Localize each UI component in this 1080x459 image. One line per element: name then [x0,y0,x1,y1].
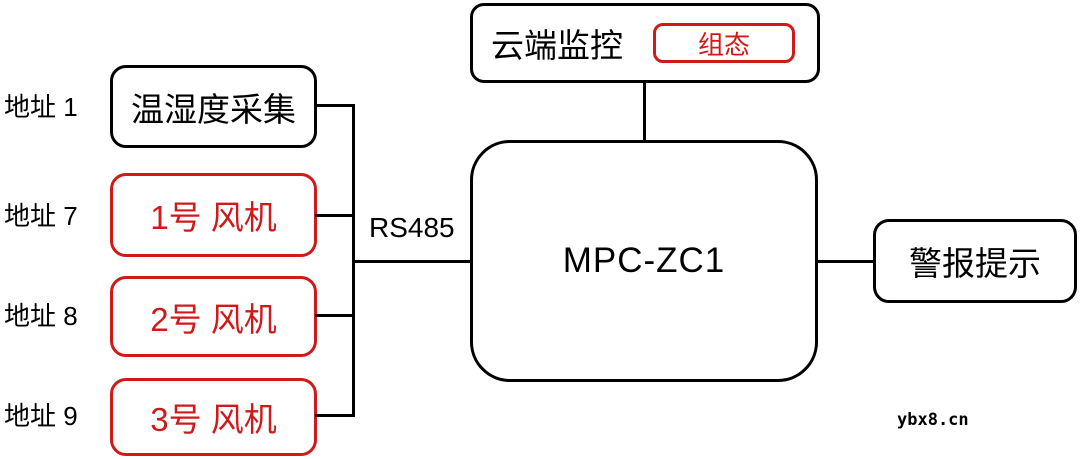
watermark-text: ybx8.cn [897,410,969,430]
node-cloud-monitoring: 云端监控 组态 [470,3,820,83]
node-alarm-alert: 警报提示 [873,219,1077,303]
bus-protocol-label: RS485 [369,212,455,243]
node-fan-1-label: 1号 风机 [150,199,277,236]
address-label-7: 地址 7 [4,201,78,231]
node-fan-3: 3号 风机 [110,378,317,456]
config-button[interactable]: 组态 [653,23,795,63]
node-fan-2-label: 2号 风机 [150,300,277,338]
address-label-1: 地址 1 [4,92,78,122]
node-fan-2: 2号 风机 [110,276,317,357]
config-button-label: 组态 [697,29,750,60]
connector-fan1-to-bus [315,214,355,217]
controller-label: MPC-ZC1 [562,241,726,280]
node-fan-1: 1号 风机 [110,173,317,257]
address-label-8: 地址 8 [4,301,78,331]
connector-fan3-to-bus [315,414,355,417]
connector-sensor-to-bus [315,104,355,107]
node-controller-mpc-zc1: MPC-ZC1 [470,140,818,382]
connector-bus-to-controller [352,260,472,263]
node-temp-humidity-sensor: 温湿度采集 [110,65,317,148]
node-fan-3-label: 3号 风机 [150,401,277,438]
cloud-monitoring-label: 云端监控 [491,27,623,64]
node-temp-humidity-label: 温湿度采集 [131,90,296,128]
connector-controller-to-alarm [818,260,875,263]
connector-cloud-to-controller [643,81,646,143]
alarm-label: 警报提示 [909,245,1041,282]
connector-fan2-to-bus [315,314,355,317]
address-label-9: 地址 9 [4,401,78,431]
